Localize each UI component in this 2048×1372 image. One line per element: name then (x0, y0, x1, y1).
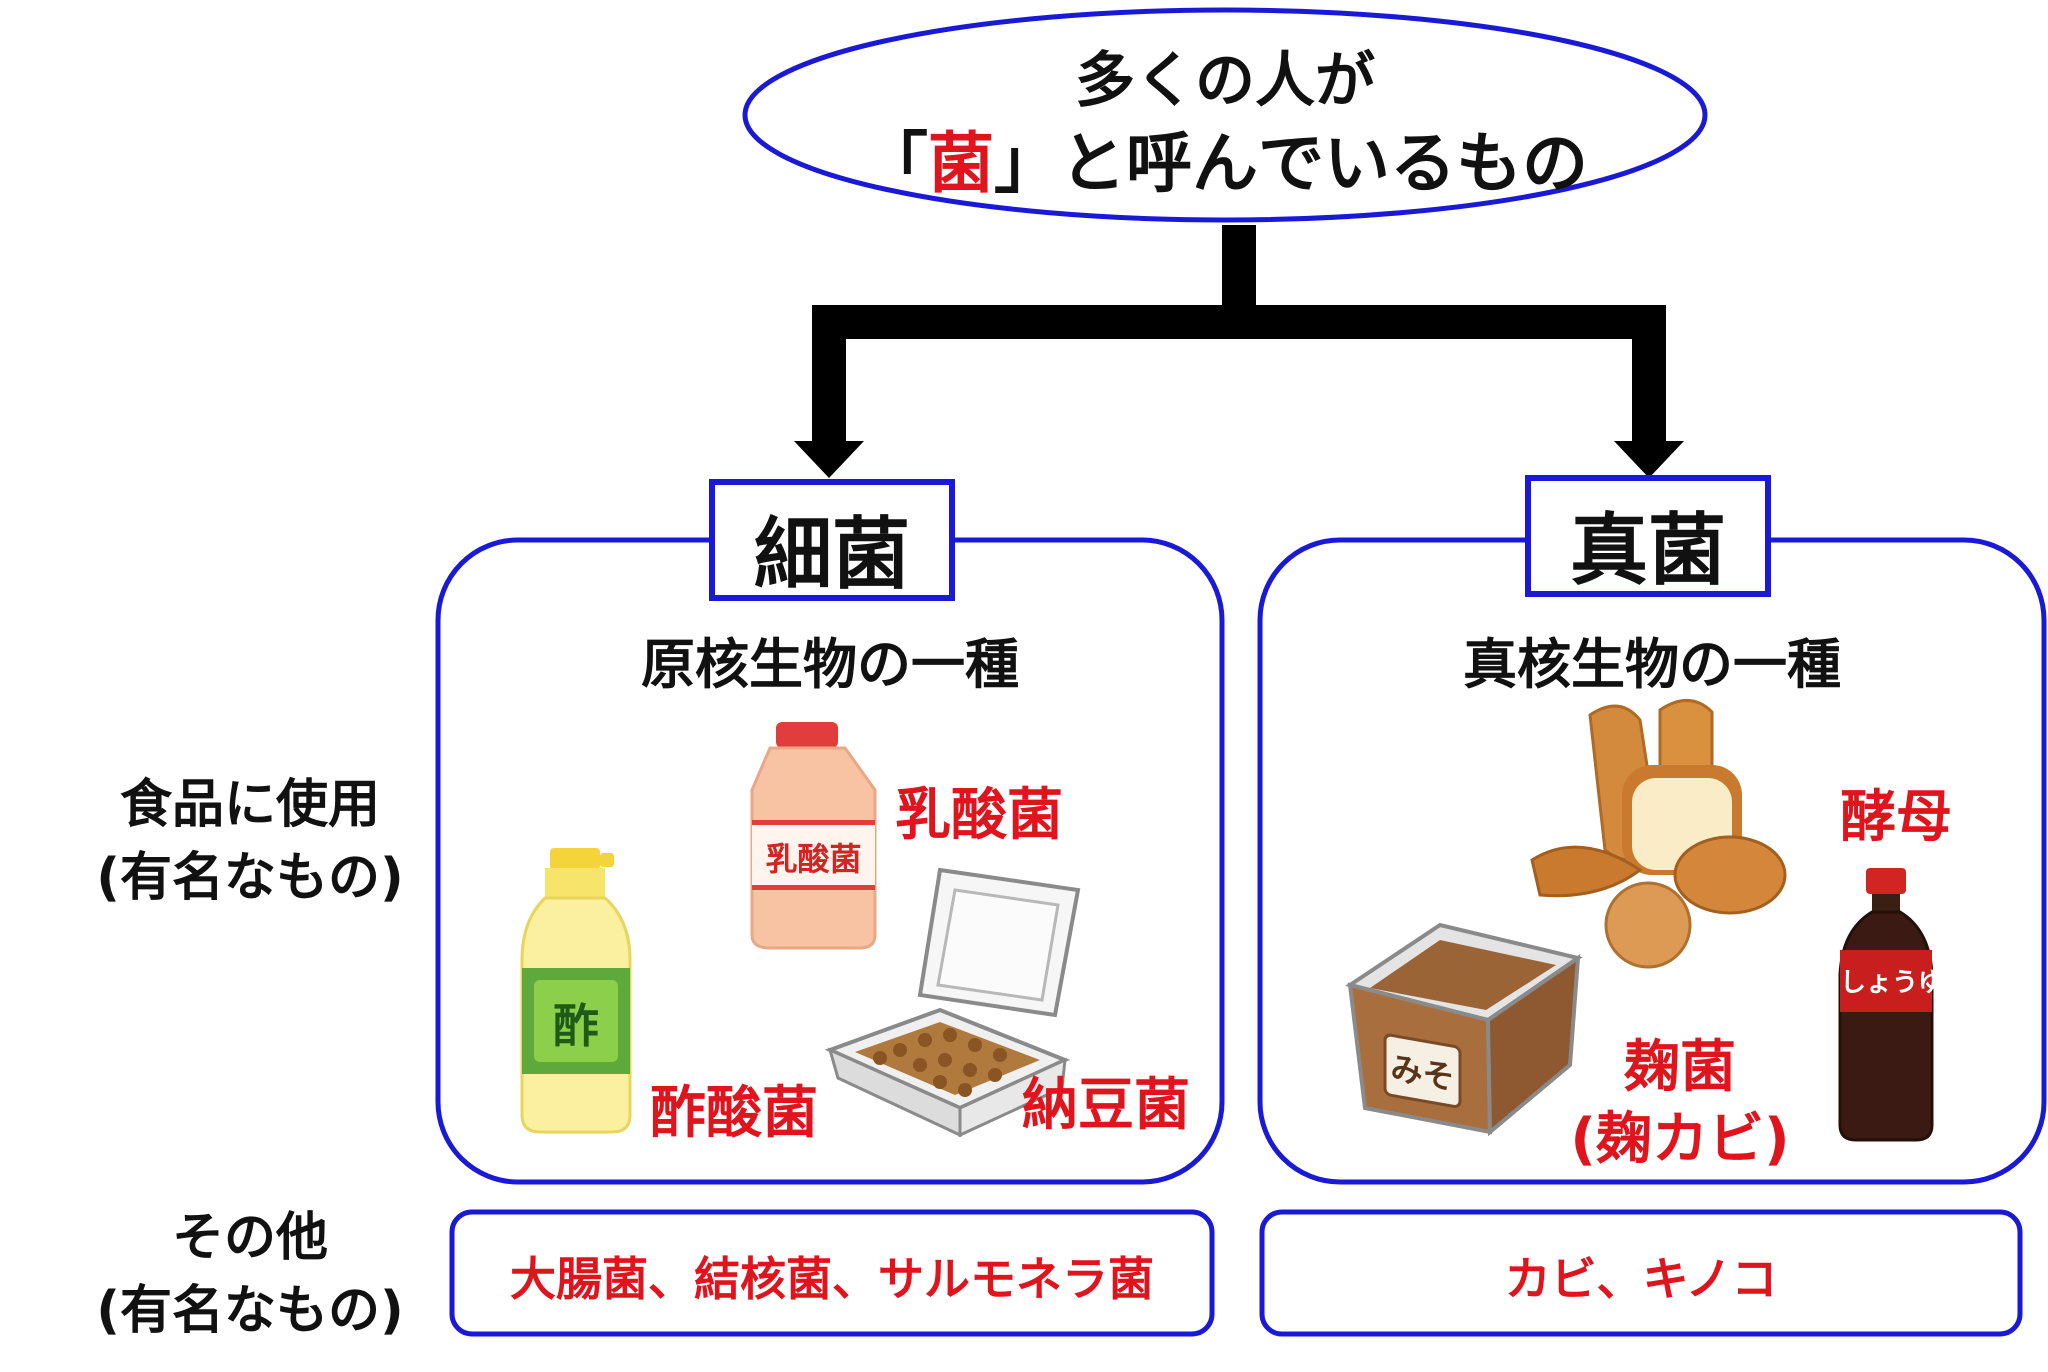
top-node-line2: 「菌」と呼んでいるもの (825, 110, 1625, 206)
vinegar-bottle-label: 酢 (553, 999, 599, 1053)
bread-illustration (1530, 699, 1787, 969)
fungi-title: 真菌 (1569, 506, 1726, 596)
row-label-food-line1: 食品に使用 (119, 775, 380, 835)
branch-arrows (794, 225, 1684, 478)
soy-bottle-label: しょうゆ (1840, 968, 1945, 998)
food-lactic-label: 乳酸菌 (895, 783, 1063, 848)
vinegar-bottle-illustration (520, 848, 632, 1134)
food-acetic-label: 酢酸菌 (650, 1081, 818, 1146)
bacteria-others-text: 大腸菌、結核菌、サルモネラ菌 (510, 1252, 1154, 1306)
miso-tub-illustration (1345, 922, 1583, 1137)
top-node-highlight: 菌 (928, 125, 994, 202)
fungi-subtitle: 真核生物の一種 (1463, 633, 1841, 696)
natto-pack-illustration (824, 867, 1081, 1138)
soy-bottle-illustration (1838, 868, 1934, 1142)
lactic-bottle-illustration (750, 722, 877, 950)
fungi-others-text: カビ、キノコ (1504, 1252, 1778, 1306)
bacteria-title-box (709, 479, 955, 601)
fungi-others-box (1259, 1209, 2023, 1337)
top-node-rest: 」と呼んでいるもの (994, 125, 1588, 202)
bacteria-subtitle: 原核生物の一種 (641, 633, 1019, 696)
lactic-bottle-label: 乳酸菌 (765, 840, 862, 878)
row-label-food-line2: (有名なもの) (96, 848, 404, 908)
top-node-bracket-open: 「 (862, 125, 928, 202)
row-label-other-line2: (有名なもの) (96, 1281, 404, 1341)
food-koji-label-line1: 麹菌 (1624, 1035, 1736, 1100)
top-node-line1: 多くの人が (1075, 46, 1375, 116)
fungi-title-box (1525, 475, 1771, 597)
food-koji-label-line2: (麹カビ) (1570, 1107, 1790, 1172)
bacteria-others-box (449, 1209, 1215, 1337)
food-natto-label: 納豆菌 (1022, 1073, 1190, 1138)
top-node-ellipse (742, 7, 1708, 223)
bacteria-title: 細菌 (753, 510, 910, 600)
food-yeast-label: 酵母 (1840, 785, 1952, 850)
row-label-other-line1: その他 (171, 1208, 328, 1268)
